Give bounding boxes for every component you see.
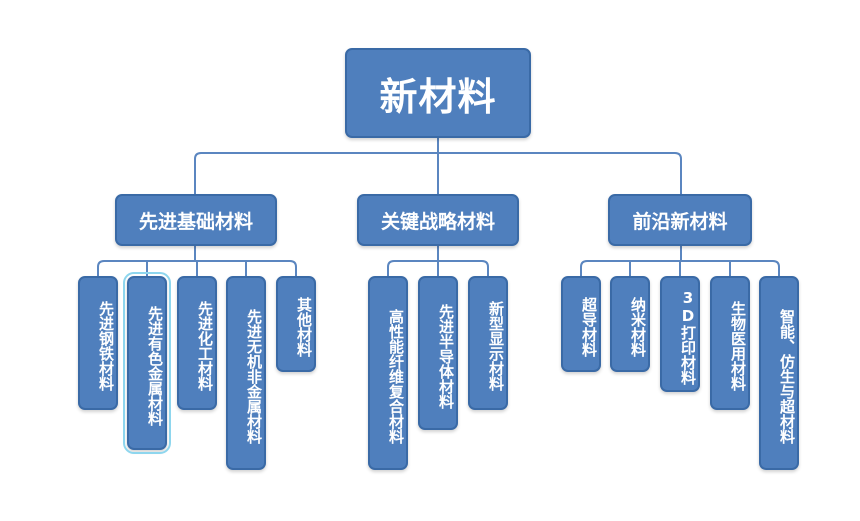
leaf-node-semiconductor[interactable]: 先进半导体材料 — [418, 276, 458, 430]
leaf-node-smart-bionic-meta[interactable]: 智能、仿生与超材料 — [759, 276, 799, 470]
leaf-node-nano[interactable]: 纳米材料 — [610, 276, 650, 372]
connector-branch-3-drop — [629, 261, 731, 276]
leaf-node-display[interactable]: 新型显示材料 — [468, 276, 508, 410]
branch-node-frontier-materials[interactable]: 前沿新材料 — [608, 194, 752, 246]
branch-node-basic-materials[interactable]: 先进基础材料 — [115, 194, 277, 246]
leaf-node-steel[interactable]: 先进钢铁材料 — [78, 276, 118, 410]
leaf-node-other[interactable]: 其他材料 — [276, 276, 316, 372]
branch-node-strategic-materials[interactable]: 关键战略材料 — [357, 194, 519, 246]
leaf-node-biomedical[interactable]: 生物医用材料 — [710, 276, 750, 410]
leaf-node-superconductor[interactable]: 超导材料 — [561, 276, 601, 372]
leaf-node-3d-printing[interactable]: 3D打印材料 — [660, 276, 700, 392]
connector-branch-1-drop — [146, 261, 247, 276]
leaf-node-chemical[interactable]: 先进化工材料 — [177, 276, 217, 410]
leaf-node-inorganic-nonmetal[interactable]: 先进无机非金属材料 — [226, 276, 266, 470]
leaf-node-nonferrous-metal[interactable]: 先进有色金属材料 — [123, 272, 171, 454]
leaf-node-fiber-composite[interactable]: 高性能纤维复合材料 — [368, 276, 408, 470]
root-node[interactable]: 新材料 — [345, 48, 531, 138]
